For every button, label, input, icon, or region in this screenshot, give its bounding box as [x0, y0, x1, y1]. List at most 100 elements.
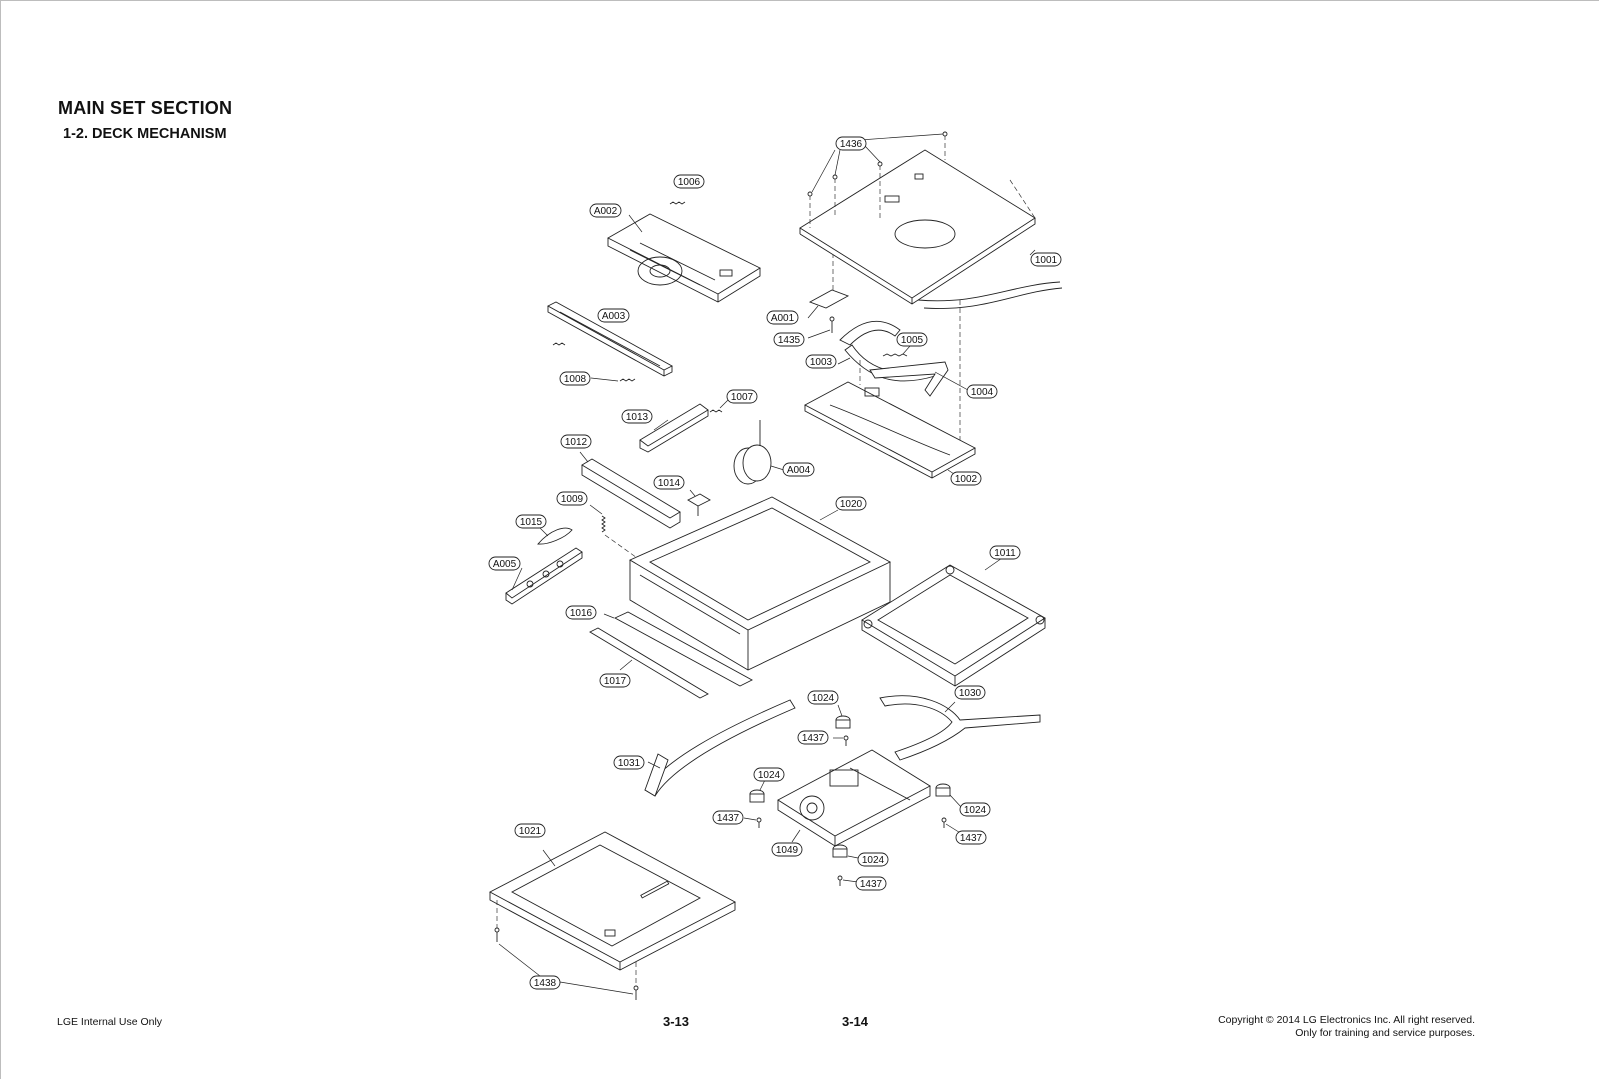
screw-1437-d	[837, 875, 859, 886]
front-panel-1016	[603, 611, 753, 687]
flex-cable-1030	[879, 695, 1041, 761]
callout-1005: 1005	[896, 332, 928, 347]
callout-A004: A004	[782, 462, 815, 477]
svg-text:1001: 1001	[1035, 255, 1058, 266]
svg-text:1017: 1017	[604, 676, 627, 687]
slider-1013	[639, 403, 709, 453]
callout-A001: A001	[766, 310, 799, 325]
svg-text:1021: 1021	[519, 826, 542, 837]
svg-text:1024: 1024	[758, 770, 781, 781]
damper-1024-a	[835, 704, 851, 729]
spring-1006	[669, 201, 686, 205]
screw-1437-b	[743, 817, 762, 828]
svg-text:1024: 1024	[812, 693, 835, 704]
svg-text:1024: 1024	[862, 855, 885, 866]
callout-1006: 1006	[673, 174, 705, 189]
bracket-1012	[579, 451, 681, 529]
svg-text:1437: 1437	[960, 833, 983, 844]
bracket-A001	[808, 255, 850, 309]
svg-text:1438: 1438	[534, 978, 557, 989]
section-title: MAIN SET SECTION	[58, 98, 233, 118]
screws-1438	[494, 900, 639, 1000]
page-number-right: 3-14	[842, 1014, 869, 1029]
damper-1024-d	[832, 844, 859, 859]
svg-text:1003: 1003	[810, 357, 833, 368]
board-A005	[505, 547, 583, 605]
callout-1017: 1017	[599, 673, 631, 688]
svg-text:1020: 1020	[840, 499, 863, 510]
damper-1024-b	[749, 779, 766, 803]
callout-1024-c: 1024	[959, 802, 991, 817]
callout-1012: 1012	[560, 434, 592, 449]
callout-1024-a: 1024	[807, 690, 839, 705]
front-cover-1017	[589, 627, 709, 699]
callout-1003: 1003	[805, 354, 837, 369]
top-cover-1001	[799, 149, 1063, 309]
svg-text:1014: 1014	[658, 478, 681, 489]
callout-1020: 1020	[835, 496, 867, 511]
callout-1002: 1002	[950, 471, 982, 486]
spring-1009	[589, 504, 641, 561]
callout-1001: 1001	[1030, 252, 1062, 267]
copyright-line1: Copyright © 2014 LG Electronics Inc. All…	[1218, 1014, 1475, 1026]
spring-1005	[882, 345, 911, 357]
svg-text:1005: 1005	[901, 335, 924, 346]
pickup-1049	[777, 749, 931, 847]
svg-text:1016: 1016	[570, 608, 593, 619]
sub-title: 1-2. DECK MECHANISM	[63, 126, 227, 142]
chassis-1020	[629, 496, 891, 671]
flex-cable-1031	[644, 699, 796, 797]
callout-1437-a: 1437	[797, 730, 829, 745]
callout-1009: 1009	[556, 491, 588, 506]
callout-1030: 1030	[954, 685, 986, 700]
svg-text:1030: 1030	[959, 688, 982, 699]
svg-text:1437: 1437	[717, 813, 740, 824]
callout-1031: 1031	[613, 755, 645, 770]
svg-text:1006: 1006	[678, 177, 701, 188]
callout-1437-c: 1437	[955, 830, 987, 845]
callout-A002: A002	[589, 203, 622, 218]
svg-text:A004: A004	[787, 465, 811, 476]
belt-1015	[537, 527, 573, 545]
svg-text:1013: 1013	[626, 412, 649, 423]
callout-1024-b: 1024	[753, 767, 785, 782]
frame-1011	[861, 555, 1046, 687]
svg-text:A003: A003	[602, 311, 626, 322]
copyright-notice: Copyright © 2014 LG Electronics Inc. All…	[1218, 1014, 1475, 1040]
callout-1007: 1007	[726, 389, 758, 404]
damper-1024-c	[935, 783, 963, 809]
svg-text:1437: 1437	[802, 733, 825, 744]
callout-1011: 1011	[989, 545, 1021, 560]
svg-text:A001: A001	[771, 313, 795, 324]
callout-1015: 1015	[515, 514, 547, 529]
callout-1014: 1014	[653, 475, 685, 490]
screw-1437-a	[833, 735, 849, 746]
svg-text:1011: 1011	[994, 548, 1016, 559]
lever-1014	[687, 489, 711, 516]
callout-1435: 1435	[773, 332, 805, 347]
traverse-A002	[607, 213, 761, 303]
callout-1436: 1436	[835, 136, 867, 151]
svg-text:1002: 1002	[955, 474, 978, 485]
svg-text:1007: 1007	[731, 392, 754, 403]
spring-1008	[552, 342, 636, 382]
callout-1437-d: 1437	[855, 876, 887, 891]
tray-1002	[804, 300, 976, 479]
callout-A005: A005	[488, 556, 521, 571]
svg-text:1435: 1435	[778, 335, 801, 346]
callout-1438: 1438	[529, 975, 561, 990]
callout-1013: 1013	[621, 409, 653, 424]
svg-text:1031: 1031	[618, 758, 641, 769]
svg-text:1008: 1008	[564, 374, 587, 385]
svg-text:1015: 1015	[520, 517, 543, 528]
callout-1008: 1008	[559, 371, 591, 386]
svg-text:1049: 1049	[776, 845, 799, 856]
bottom-plate-1021	[489, 831, 736, 971]
callout-1004: 1004	[966, 384, 998, 399]
svg-text:1436: 1436	[840, 139, 863, 150]
svg-text:1004: 1004	[971, 387, 994, 398]
svg-text:A005: A005	[493, 559, 517, 570]
svg-text:1009: 1009	[561, 494, 584, 505]
